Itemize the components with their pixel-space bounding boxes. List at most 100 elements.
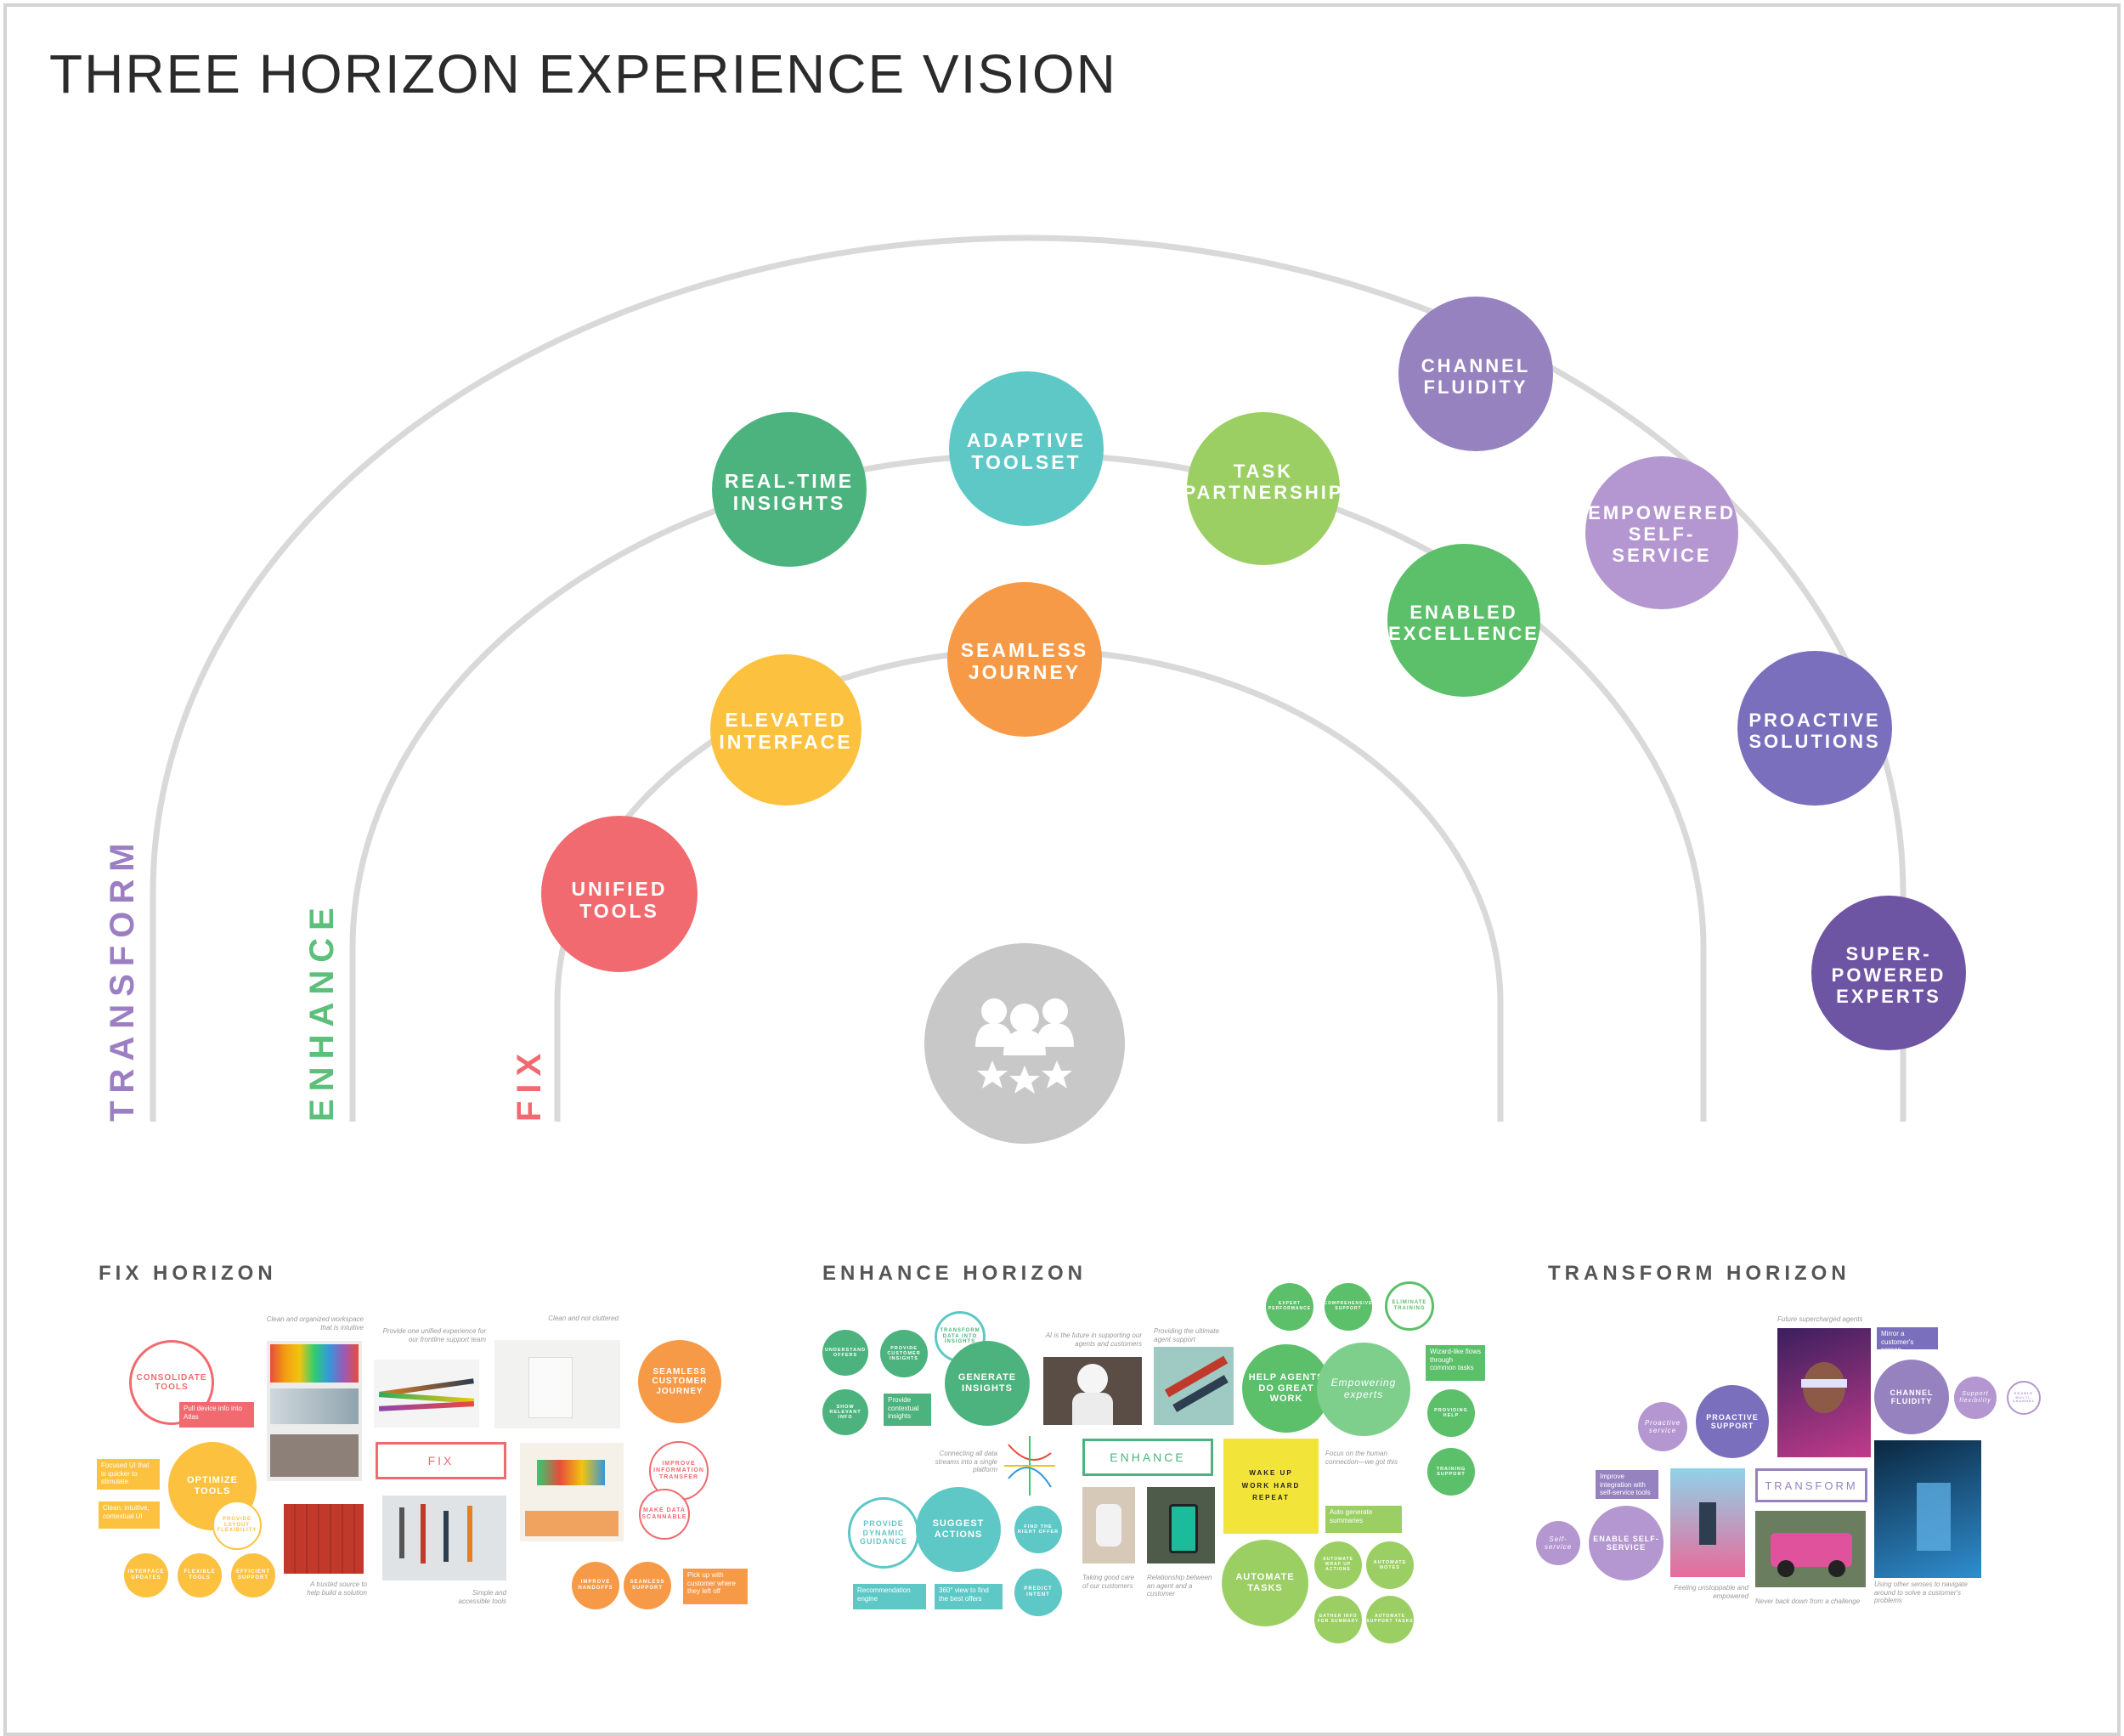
svg-text:SERVICE: SERVICE — [1612, 545, 1711, 566]
svg-text:ADAPTIVE: ADAPTIVE — [967, 429, 1086, 451]
poster-text: WAKE UP WORK HARD REPEAT — [1241, 1469, 1301, 1502]
future-agent-photo — [1777, 1328, 1871, 1457]
channel-fluidity-bubble: CHANNEL FLUIDITY — [1874, 1360, 1949, 1434]
enable-multi-channel-bubble: ENABLE MULTI-CHANNEL — [2007, 1381, 2041, 1415]
red-books-photo — [284, 1504, 364, 1574]
caption-workspace: Clean and organized workspace that is in… — [266, 1315, 364, 1332]
caption-future: Future supercharged agents — [1777, 1315, 1863, 1323]
bubble-elevated-interface: ELEVATED INTERFACE — [710, 654, 861, 806]
caption-taking: Taking good care of our customers — [1082, 1574, 1135, 1590]
touchscreen-photo — [1874, 1440, 1981, 1578]
automate-wrap-up-bubble: AUTOMATE WRAP UP ACTIONS — [1314, 1541, 1362, 1589]
proactive-support-bubble: PROACTIVE SUPPORT — [1696, 1385, 1769, 1458]
gather-info-bubble: GATHER INFO FOR SUMMARY — [1314, 1596, 1362, 1643]
care-photo — [1082, 1487, 1135, 1564]
bubble-enabled-excellence: ENABLED EXCELLENCE — [1387, 544, 1540, 697]
svg-text:SUPER-: SUPER- — [1845, 943, 1931, 964]
efficient-support-bubble: EFFICIENT SUPPORT — [231, 1553, 275, 1597]
svg-text:ENABLED: ENABLED — [1409, 602, 1517, 623]
automate-notes-bubble: AUTOMATE NOTES — [1366, 1541, 1414, 1589]
recommendation-note: Recommendation engine — [853, 1584, 926, 1609]
svg-text:REAL-TIME: REAL-TIME — [725, 470, 854, 492]
svg-text:POWERED: POWERED — [1832, 964, 1946, 986]
hands-photo — [1154, 1347, 1234, 1425]
contextual-insights-note: Provide contextual insights — [884, 1394, 931, 1426]
motivation-poster: WAKE UP WORK HARD REPEAT — [1223, 1439, 1319, 1534]
bubble-channel-fluidity: CHANNEL FLUIDITY — [1398, 297, 1553, 451]
svg-text:ELEVATED: ELEVATED — [725, 709, 846, 731]
bubble-empowered-self-service: EMPOWERED SELF- SERVICE — [1585, 456, 1738, 609]
svg-text:INSIGHTS: INSIGHTS — [733, 492, 846, 514]
make-data-scannable-bubble: MAKE DATA SCANNABLE — [639, 1489, 690, 1540]
bubble-real-time-insights: REAL-TIME INSIGHTS — [712, 412, 867, 567]
transform-data-bubble: TRANSFORM DATA INTO INSIGHTS — [935, 1311, 986, 1362]
svg-text:SEAMLESS: SEAMLESS — [961, 639, 1089, 661]
enhance-label: ENHANCE — [303, 900, 341, 1122]
caption-ai: AI is the future in supporting our agent… — [1045, 1332, 1142, 1348]
svg-text:PARTNERSHIP: PARTNERSHIP — [1183, 482, 1343, 503]
empty-room-photo — [494, 1340, 620, 1428]
360-view-note: 360° view to find the best offers — [935, 1584, 1003, 1609]
people-with-stars-icon — [924, 943, 1125, 1144]
page-frame — [3, 3, 2121, 1736]
page-title: THREE HORIZON EXPERIENCE VISION — [49, 43, 1117, 105]
enable-self-service-bubble: ENABLE SELF-SERVICE — [1589, 1506, 1664, 1580]
focused-ui-note: Focused UI that is quicker to stimulate — [97, 1459, 160, 1490]
bubble-adaptive-toolset: ADAPTIVE TOOLSET — [949, 371, 1104, 526]
robot-photo — [1043, 1357, 1142, 1425]
integration-note: Improve integration with self-service to… — [1596, 1470, 1658, 1499]
improve-handoffs-bubble: IMPROVE HANDOFFS — [572, 1562, 619, 1609]
dynamic-guidance-bubble: PROVIDE DYNAMIC GUIDANCE — [848, 1497, 919, 1569]
seamless-support-bubble: SEAMLESS SUPPORT — [624, 1562, 671, 1609]
bubble-seamless-journey: SEAMLESS JOURNEY — [947, 582, 1102, 737]
generate-insights-bubble: GENERATE INSIGHTS — [945, 1341, 1030, 1426]
support-flexibility-bubble: Support flexibility — [1954, 1377, 1997, 1419]
caption-never: Never back down from a challenge — [1755, 1597, 1861, 1605]
bubble-super-powered-experts: SUPER- POWERED EXPERTS — [1811, 896, 1966, 1050]
mirror-screen-note: Mirror a customer's screen — [1877, 1327, 1938, 1349]
comprehensive-support-bubble: COMPREHENSIVE SUPPORT — [1325, 1283, 1372, 1331]
empowering-experts-bubble: Empowering experts — [1317, 1343, 1410, 1436]
svg-text:UNIFIED: UNIFIED — [572, 878, 668, 900]
svg-text:FLUIDITY: FLUIDITY — [1424, 376, 1528, 398]
interface-updates-bubble: INTERFACE UPDATES — [124, 1553, 168, 1597]
pick-up-note: Pick up with customer where they left of… — [683, 1569, 748, 1604]
desk-photo — [520, 1443, 624, 1541]
automate-support-bubble: AUTOMATE SUPPORT TASKS — [1366, 1596, 1414, 1643]
layout-flex-bubble: PROVIDE LAYOUT FLEXIBILITY — [212, 1501, 262, 1550]
auto-summaries-note: Auto generate summaries — [1325, 1506, 1402, 1533]
caption-feeling: Feeling unstoppable and empowered — [1674, 1584, 1748, 1600]
bubble-unified-tools: UNIFIED TOOLS — [541, 816, 698, 972]
automate-tasks-bubble: AUTOMATE TASKS — [1222, 1540, 1308, 1626]
fix-label: FIX — [511, 1046, 548, 1122]
transform-arc — [150, 235, 1907, 1122]
svg-text:INTERFACE: INTERFACE — [719, 731, 852, 753]
caption-relationship: Relationship between an agent and a cust… — [1147, 1574, 1212, 1598]
jeep-photo — [1755, 1511, 1866, 1587]
tools-photo — [382, 1496, 506, 1580]
phone-photo — [1147, 1487, 1215, 1564]
bubble-proactive-solutions: PROACTIVE SOLUTIONS — [1737, 651, 1892, 806]
svg-text:SOLUTIONS: SOLUTIONS — [1748, 731, 1880, 752]
expert-performance-bubble: EXPERT PERFORMANCE — [1266, 1283, 1313, 1331]
caption-focus: Focus on the human connection—we got thi… — [1325, 1450, 1398, 1466]
help-agents-bubble: HELP AGENTS DO GREAT WORK — [1242, 1344, 1330, 1433]
seamless-customer-journey-bubble: SEAMLESS CUSTOMER JOURNEY — [638, 1340, 721, 1423]
caption-trusted: A trusted source to help build a solutio… — [307, 1580, 367, 1597]
wires-photo — [374, 1360, 479, 1428]
horizon-diagram: TRANSFORM ENHANCE FIX UNIFIED TOOLS ELEV… — [104, 235, 1966, 1144]
caption-ultimate: Providing the ultimate agent support — [1154, 1327, 1219, 1343]
caption-simple: Simple and accessible tools — [458, 1589, 506, 1605]
svg-text:EXCELLENCE: EXCELLENCE — [1388, 623, 1539, 644]
improve-info-transfer-bubble: IMPROVE INFORMATION TRANSFER — [649, 1441, 709, 1501]
enhance-horizon-title: ENHANCE HORIZON — [822, 1262, 1087, 1285]
flexible-tools-bubble: FLEXIBLE TOOLS — [178, 1553, 222, 1597]
suggest-actions-bubble: SUGGEST ACTIONS — [916, 1487, 1001, 1572]
svg-text:EXPERTS: EXPERTS — [1836, 986, 1941, 1007]
svg-text:TASK: TASK — [1234, 461, 1293, 482]
svg-text:TOOLS: TOOLS — [579, 900, 659, 922]
caption-unified: Provide one unified experience for our f… — [382, 1327, 486, 1343]
pull-device-note: Pull device info into Atlas — [179, 1402, 254, 1428]
transform-horizon-title: TRANSFORM HORIZON — [1548, 1262, 1850, 1285]
caption-using: Using other senses to navigate around to… — [1874, 1580, 1968, 1605]
